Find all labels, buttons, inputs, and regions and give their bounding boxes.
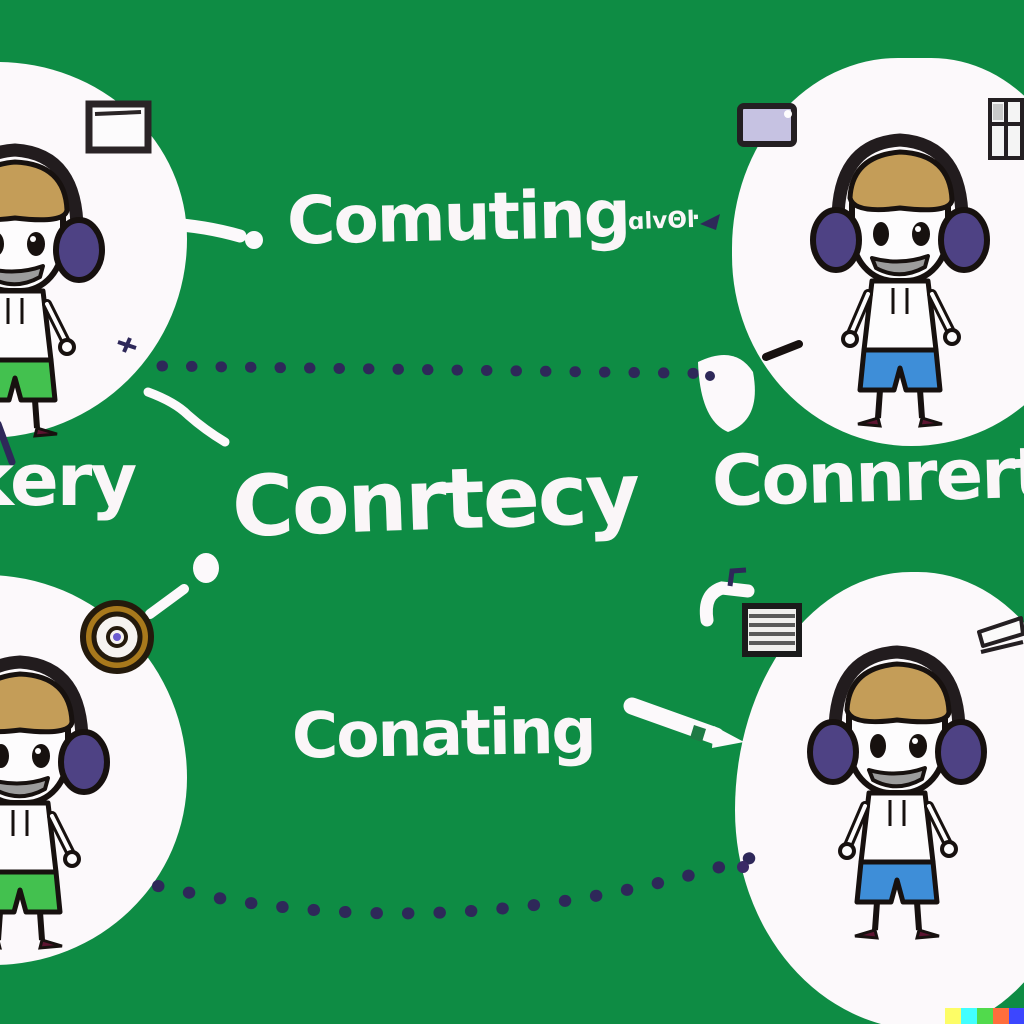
monitor-icon	[85, 100, 152, 154]
label-right: Connrert	[710, 431, 1024, 523]
watermark-square	[977, 1008, 993, 1024]
character-bottom-right	[797, 630, 997, 940]
pointing-hand	[712, 726, 744, 748]
window-icon	[988, 98, 1024, 160]
wrist-band	[690, 725, 706, 742]
vent-icon	[742, 603, 802, 657]
character-top-left	[0, 128, 115, 438]
small-navy-dot	[705, 371, 715, 381]
tablet-icon	[737, 103, 797, 147]
color-strip-watermark	[945, 1008, 1024, 1024]
character-top-right	[800, 118, 1000, 428]
connector-squiggle-left	[143, 387, 230, 447]
dotted-connector-top	[156, 360, 748, 380]
watermark-square	[1009, 1008, 1024, 1024]
watermark-square	[961, 1008, 977, 1024]
connector-blob-center	[193, 553, 219, 583]
label-center: Conrtecy	[230, 443, 640, 557]
watermark-square	[993, 1008, 1009, 1024]
dial-icon	[80, 600, 154, 674]
label-bottom: Conating	[291, 694, 596, 773]
blob-foot-extension	[698, 354, 755, 432]
label-top: Comuting	[286, 175, 630, 260]
sketch-icon	[977, 616, 1024, 654]
watermark-square	[945, 1008, 961, 1024]
character-bottom-left	[0, 640, 120, 950]
dotted-connector-bottom	[152, 844, 781, 920]
pointing-arm	[623, 697, 725, 745]
label-top-small: ɑlvΘŀ	[627, 206, 701, 236]
arrow-mark-top-right	[700, 214, 720, 230]
connector-dot-top	[245, 231, 263, 249]
hook-mark-right	[727, 567, 747, 587]
label-left: kery	[0, 438, 137, 522]
